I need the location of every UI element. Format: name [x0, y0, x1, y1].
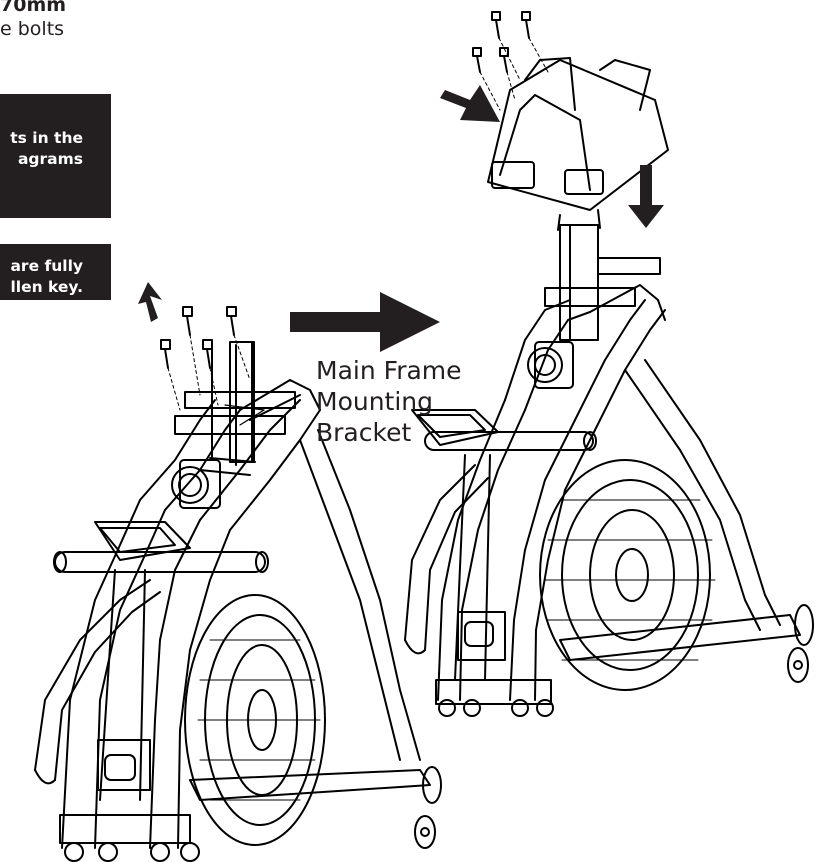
front-leg-left [61, 499, 141, 849]
seat-platform [487, 57, 669, 231]
step-arrow [290, 292, 440, 352]
arm-left [34, 579, 151, 771]
callout-line-1: Main Frame [316, 356, 462, 385]
bike-before-assembly [34, 306, 442, 862]
main-frame-mounting-bracket-label: Main Frame Mounting Bracket [316, 355, 462, 448]
bike-after-assembly [404, 11, 814, 717]
instruction-text-fragment: e bolts [0, 18, 65, 40]
callout-line-3: Bracket [316, 418, 412, 447]
console-left [94, 521, 191, 561]
up-arrow [138, 282, 162, 322]
instruction-heading-fragment: 70mm [0, 0, 67, 16]
note-box-1: ts in the agrams [0, 94, 111, 218]
note-1-line-2: agrams [17, 150, 83, 168]
note-1-line-1: ts in the [10, 129, 83, 147]
down-arrow [628, 165, 664, 228]
note-2-line-1: are fully [10, 257, 83, 275]
bolts-right [472, 11, 549, 111]
bolts-left [160, 306, 251, 411]
fan-wheel-left [184, 594, 326, 846]
note-box-2: are fully llen key. [0, 244, 111, 300]
callout-line-2: Mounting [316, 387, 434, 416]
seat-direction-arrow [440, 85, 500, 122]
mounting-bracket-left [211, 341, 253, 466]
main-frame-left [139, 399, 216, 501]
note-2-line-2: llen key. [10, 278, 83, 296]
